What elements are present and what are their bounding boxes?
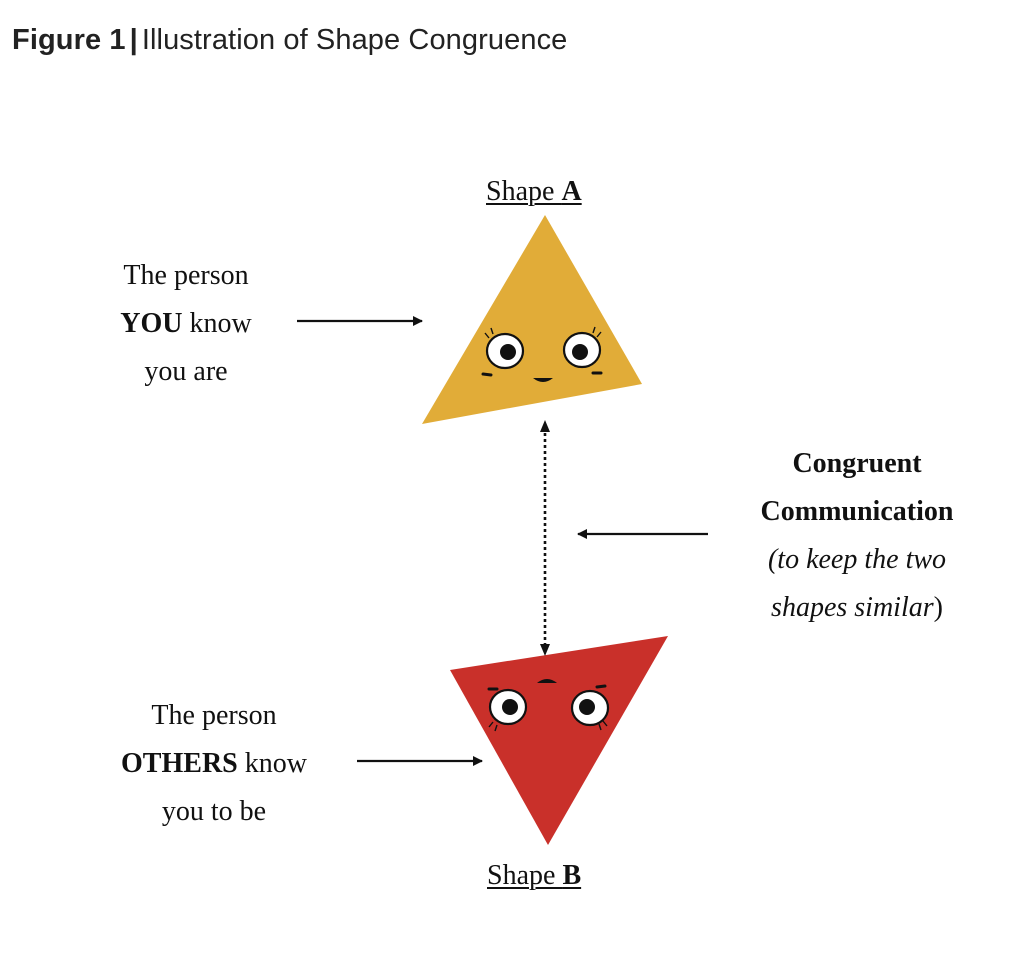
shape-b-right-eye [570, 684, 610, 731]
shape-b-left-eye [487, 687, 528, 732]
shape-b-label-prefix: Shape [487, 860, 563, 891]
shape-b-label-letter: B [562, 860, 582, 891]
congruent-communication-line4: shapes similar) [735, 584, 979, 632]
shape-a-label-prefix: Shape [486, 176, 562, 207]
self-perception-line1: The person [123, 260, 249, 291]
congruent-communication-text: Congruent Communication (to keep the two… [735, 440, 979, 632]
figure-separator: | [129, 24, 138, 56]
shape-a-left-eye [481, 327, 525, 377]
shape-b-triangle [450, 636, 668, 845]
congruent-communication-line1: Congruent [792, 448, 922, 479]
shape-a-label: Shape A [486, 168, 582, 216]
figure-number: Figure 1 [12, 24, 126, 56]
shape-a-mouth [533, 378, 553, 382]
self-perception-line2-rest: know [182, 308, 252, 339]
shape-a-right-eye [562, 326, 603, 375]
figure-caption: Illustration of Shape Congruence [141, 24, 568, 56]
congruent-communication-line4-end: ) [933, 592, 943, 623]
self-perception-text: The person YOU know you are [98, 252, 274, 396]
others-perception-line1: The person [151, 700, 277, 731]
others-perception-line2: OTHERS know [98, 740, 330, 788]
self-perception-line3: you are [144, 356, 228, 387]
others-perception-line3: you to be [161, 796, 267, 827]
self-perception-line2: YOU know [98, 300, 274, 348]
shape-b-mouth [537, 679, 557, 683]
others-perception-emphasis: OTHERS [121, 748, 238, 779]
congruent-communication-line4-italic: shapes similar [771, 592, 934, 623]
shape-a-triangle [422, 215, 642, 424]
congruent-communication-line3: (to keep the two [767, 544, 947, 575]
congruent-communication-line2: Communication [760, 496, 954, 527]
figure-title: Figure 1|Illustration of Shape Congruenc… [12, 24, 567, 57]
congruence-link [540, 420, 550, 656]
shape-a-label-letter: A [561, 176, 582, 207]
shape-b-label: Shape B [487, 852, 581, 900]
others-perception-line2-rest: know [237, 748, 307, 779]
others-perception-text: The person OTHERS know you to be [98, 692, 330, 836]
self-perception-emphasis: YOU [120, 308, 183, 339]
